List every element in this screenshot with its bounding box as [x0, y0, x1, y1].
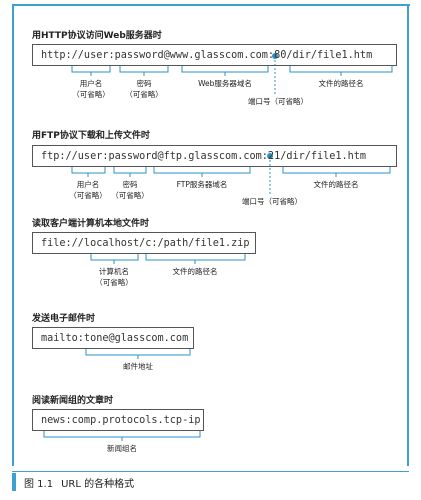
s1-host-label: Web服务器域名: [198, 79, 252, 88]
section-heading-http: 用HTTP协议访问Web服务器时: [32, 31, 162, 41]
s3-path-label: 文件的路径名: [172, 267, 218, 276]
figure-frame-right: [407, 4, 409, 466]
s1-password-label: 密码（可省略）: [125, 79, 163, 99]
url-http: http://user:password@www.glasscom.com:80…: [32, 44, 397, 66]
section-heading-file: 读取客户端计算机本地文件时: [32, 219, 150, 229]
s2-port-dot: [267, 153, 273, 159]
caption-marker: [12, 473, 16, 491]
s5-group-label: 新闻组名: [107, 444, 137, 453]
s4-address-label: 邮件地址: [123, 362, 153, 371]
url-file: file://localhost/c:/path/file1.zip: [32, 232, 256, 254]
url-mailto: mailto:tone@glasscom.com: [32, 327, 194, 349]
s1-port-dot: [272, 53, 278, 59]
figure-number: 图 1.1: [24, 479, 54, 490]
section-heading-ftp: 用FTP协议下载和上传文件时: [32, 131, 150, 141]
s1-path-label: 文件的路径名: [318, 79, 364, 88]
figure-frame: [12, 4, 410, 466]
section-heading-news: 阅读新闻组的文章时: [32, 396, 114, 406]
caption-bar: [12, 471, 409, 494]
url-ftp: ftp://user:password@ftp.glasscom.com:21/…: [32, 145, 397, 167]
s2-user-label: 用户名（可省略）: [69, 180, 107, 200]
s1-port-label: 端口号（可省略）: [248, 97, 308, 106]
s1-user-label: 用户名（可省略）: [72, 79, 110, 99]
url-news: news:comp.protocols.tcp-ip: [32, 409, 204, 431]
s3-host-label: 计算机名（可省略）: [95, 267, 133, 287]
s2-password-label: 密码（可省略）: [111, 180, 149, 200]
s2-path-label: 文件的路径名: [313, 180, 359, 189]
s2-host-label: FTP服务器域名: [176, 180, 228, 189]
figure-title: URL 的各种格式: [61, 479, 135, 490]
s2-port-label: 端口号（可省略）: [242, 197, 302, 206]
section-heading-mailto: 发送电子邮件时: [32, 314, 96, 324]
figure-caption: 图 1.1 URL 的各种格式: [24, 475, 134, 490]
